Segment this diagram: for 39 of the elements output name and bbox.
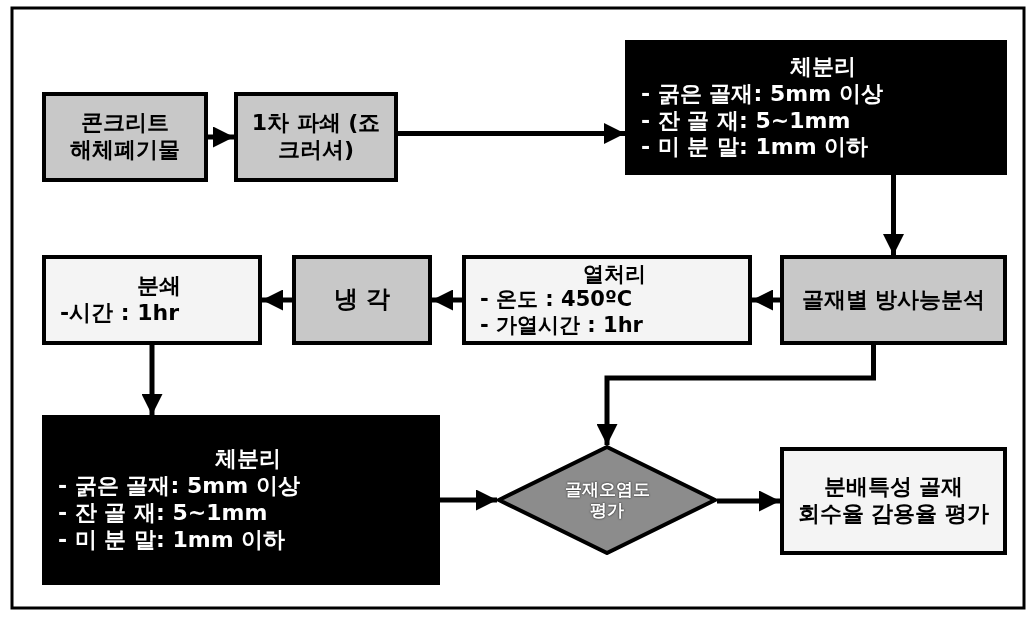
- box-label: 분배특성 골재 회수율 감용율 평가: [796, 474, 991, 528]
- box-label: -시간 : 1hr: [60, 300, 180, 327]
- box-label: - 온도 : 450ºC: [480, 287, 633, 313]
- process-box: [462, 255, 752, 345]
- arrow: [141, 345, 163, 415]
- box-heading: 분쇄: [137, 273, 181, 300]
- box-label: 콘크리트 해체폐기물: [69, 110, 181, 164]
- box-label: - 미 분 말: 1mm 이하: [58, 526, 286, 554]
- process-box: [234, 92, 398, 182]
- box-label: - 미 분 말: 1mm 이하: [641, 134, 869, 162]
- box-label: - 잔 골 재: 5~1mm: [58, 500, 268, 527]
- process-box: [42, 415, 440, 585]
- box-heading: 체분리: [215, 446, 281, 474]
- process-box: [292, 255, 432, 345]
- process-box: [42, 255, 262, 345]
- arrow: [398, 123, 625, 144]
- box-label: 골재별 방사능분석: [801, 286, 986, 314]
- box-label: 골재오염도 평가: [563, 479, 651, 521]
- arrow: [883, 175, 904, 255]
- process-box: [780, 255, 1007, 345]
- arrow: [717, 490, 780, 512]
- arrow: [440, 489, 497, 511]
- arrow: [752, 289, 780, 311]
- box-label: 냉 각: [333, 285, 391, 315]
- box-label: - 굵은 골재: 5mm 이상: [58, 473, 300, 500]
- box-label: - 가열시간 : 1hr: [480, 312, 643, 339]
- arrow: [432, 289, 462, 311]
- box-heading: 열처리: [582, 261, 646, 288]
- process-box: [42, 92, 208, 182]
- decision-diamond: [497, 445, 717, 555]
- box-label: - 굵은 골재: 5mm 이상: [641, 80, 883, 108]
- arrow: [262, 289, 292, 311]
- process-box: [780, 447, 1007, 555]
- box-label: 1차 파쇄 (죠 크러셔): [250, 110, 382, 164]
- arrow: [596, 345, 876, 445]
- box-label: - 잔 골 재: 5~1mm: [641, 107, 851, 135]
- box-heading: 체분리: [790, 53, 856, 81]
- arrow: [208, 126, 234, 148]
- process-box: [625, 40, 1007, 175]
